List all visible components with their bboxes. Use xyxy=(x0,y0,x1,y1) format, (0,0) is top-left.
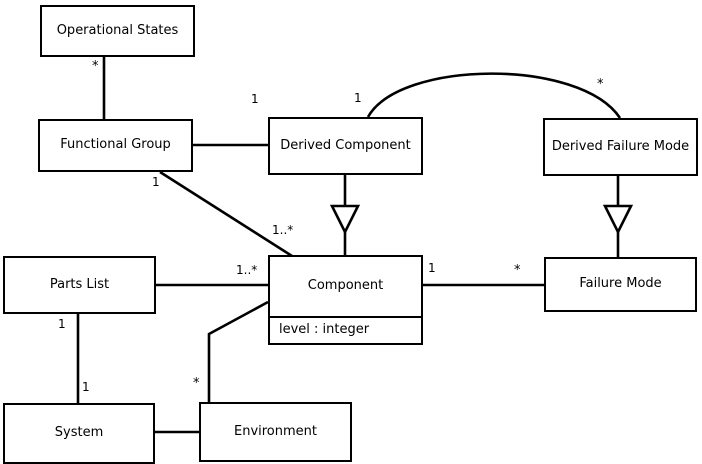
assoc-derivedcomponent-derivedfailuremode xyxy=(366,72,622,119)
multiplicity-partslist-component-right: 1..* xyxy=(236,263,258,277)
multiplicity-component-failuremode: 1 xyxy=(428,261,436,275)
class-box-derived-component[interactable]: Derived Component xyxy=(268,117,423,175)
class-box-failure-mode[interactable]: Failure Mode xyxy=(544,257,697,312)
multiplicity-opstates-functionalgroup: * xyxy=(92,59,99,74)
assoc-environment-component xyxy=(207,300,269,402)
generalization-triangle-derivedfailuremode xyxy=(602,204,634,235)
multiplicity-functionalgroup-component: 1 xyxy=(152,175,160,189)
multiplicity-derivedfailuremode-curve: * xyxy=(597,77,604,92)
class-box-functional-group[interactable]: Functional Group xyxy=(38,119,193,172)
multiplicity-component-functionalgroup: 1..* xyxy=(272,223,294,237)
class-name-component: Component xyxy=(307,278,384,294)
class-box-parts-list[interactable]: Parts List xyxy=(3,256,156,314)
class-name-parts-list: Parts List xyxy=(49,276,110,292)
generalization-triangle-derivedcomponent xyxy=(329,204,361,235)
class-name-failure-mode: Failure Mode xyxy=(579,276,662,292)
class-box-environment[interactable]: Environment xyxy=(199,402,352,462)
multiplicity-functionalgroup-derivedcomponent: 1 xyxy=(251,92,259,106)
multiplicity-derivedcomponent-curve: 1 xyxy=(354,91,362,105)
class-name-environment: Environment xyxy=(233,423,317,439)
class-name-system: System xyxy=(54,425,104,441)
multiplicity-failuremode-component: * xyxy=(514,263,521,278)
multiplicity-partslist-system-top: 1 xyxy=(58,317,66,331)
class-box-derived-failure-mode[interactable]: Derived Failure Mode xyxy=(543,118,698,176)
class-box-system[interactable]: System xyxy=(3,403,155,464)
assoc-functionalgroup-component xyxy=(159,170,293,258)
class-box-component[interactable]: Component level : integer xyxy=(268,255,423,345)
multiplicity-partslist-system-bottom: 1 xyxy=(82,380,90,394)
class-name-functional-group: Functional Group xyxy=(60,137,171,153)
class-attribute-component-level: level : integer xyxy=(270,316,421,343)
class-name-operational-states: Operational States xyxy=(56,22,179,38)
class-name-derived-failure-mode: Derived Failure Mode xyxy=(551,138,690,154)
class-box-operational-states[interactable]: Operational States xyxy=(40,5,195,57)
multiplicity-environment-component: * xyxy=(193,376,200,391)
class-name-derived-component: Derived Component xyxy=(280,137,411,153)
